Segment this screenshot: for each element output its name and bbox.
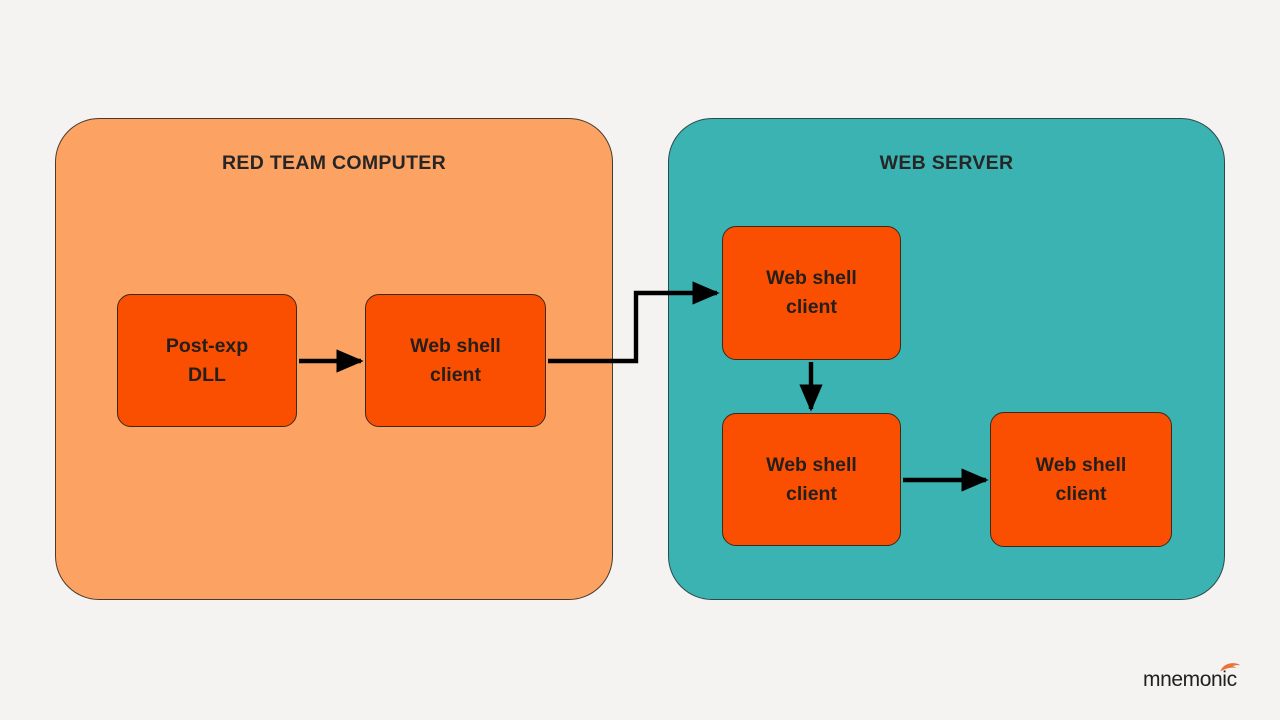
zone-title-web-server: WEB SERVER (879, 152, 1014, 174)
brand-logo: mnemonic (1143, 662, 1255, 698)
brand-wordmark: mnemonic (1143, 668, 1237, 691)
node-web-shell-client-mid[interactable]: Web shell client (722, 413, 901, 546)
node-web-shell-client-local[interactable]: Web shell client (365, 294, 546, 427)
node-web-shell-client-entry[interactable]: Web shell client (722, 226, 901, 360)
swoosh-accent-icon (1220, 663, 1241, 672)
zone-title-red-team-computer: RED TEAM COMPUTER (222, 152, 446, 174)
node-web-shell-client-far[interactable]: Web shell client (990, 412, 1172, 547)
node-post-exp-dll[interactable]: Post-exp DLL (117, 294, 297, 427)
